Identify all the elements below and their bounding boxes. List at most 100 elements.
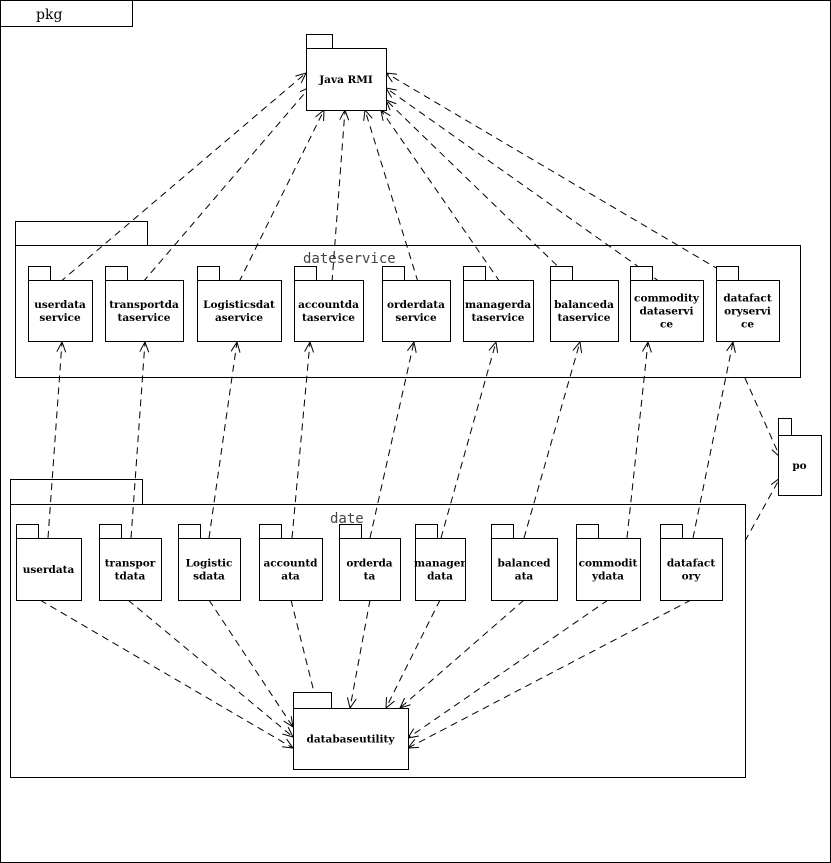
package-commoditydata-tab [576, 524, 599, 539]
package-transportdataservice-tab [105, 266, 128, 281]
package-orderdataservice-body [382, 280, 451, 342]
edge-service-to-rmi [385, 72, 741, 283]
package-transportdata-label-line: tdata [115, 571, 146, 583]
po-package-tab [778, 418, 792, 436]
package-logisticsdata-label-line: Logistic [186, 558, 233, 570]
package-userdataservice-body [28, 280, 93, 342]
dataservice-group-title: dateservice [303, 251, 396, 267]
package-userdata-tab [16, 524, 39, 539]
package-userdataservice-label-line: userdata [34, 299, 86, 311]
package-userdata-label-line: userdata [23, 564, 75, 576]
edge-data-to-databaseutility [39, 599, 294, 749]
package-managerdata-tab [415, 524, 438, 539]
edge-data-to-service [47, 341, 63, 539]
package-balancedataservice-label-line: balanceda [554, 299, 614, 311]
package-balancedata-label-line: ata [515, 571, 534, 583]
edge-data-to-service [130, 341, 146, 539]
package-accountdataservice-tab [294, 266, 317, 281]
package-transportdata-tab [99, 524, 122, 539]
package-balancedata-body [491, 538, 558, 601]
package-userdataservice-tab [28, 266, 51, 281]
po-package: po [778, 418, 822, 496]
package-managerdata-label-line: manager [414, 558, 466, 570]
package-commoditydata-label-line: commodit [579, 558, 638, 570]
data-group-title: date [330, 511, 364, 527]
package-balancedataservice-body [550, 280, 619, 342]
package-logisticsdata-body [178, 538, 241, 601]
package-transportdataservice-label-line: taservice [118, 312, 171, 324]
package-commoditydataservice-body [630, 280, 704, 342]
frame-title: pkg [36, 7, 62, 23]
package-datafactory-label-line: ory [682, 571, 702, 583]
edge-data-to-databaseutility [399, 599, 525, 709]
databaseutility-package-tab [293, 692, 332, 709]
package-transportdata-body [99, 538, 162, 601]
edge-service-to-rmi [385, 87, 661, 283]
edge-data-to-service [291, 341, 311, 539]
edge-data-to-service [626, 341, 649, 539]
package-commoditydata-body [576, 538, 641, 601]
package-managerdataservice-tab [463, 266, 486, 281]
package-accountdata-label-line: accountd [263, 558, 318, 570]
edge-data-to-po [744, 477, 781, 542]
package-accountdata-tab [259, 524, 282, 539]
package-commoditydataservice-label-line: dataservi [639, 306, 693, 318]
package-datafactoryservice-label-line: ce [741, 319, 754, 331]
java-rmi-package-body [306, 48, 387, 111]
databaseutility-package: databaseutility [293, 692, 409, 770]
data-group-tab [10, 479, 143, 505]
package-managerdata-body [415, 538, 466, 601]
package-orderdataservice-label-line: service [395, 312, 437, 324]
package-userdata-body [16, 538, 82, 601]
package-orderdataservice-label-line: orderdata [387, 299, 445, 311]
package-managerdataservice-label-line: managerda [465, 299, 531, 311]
package-balancedataservice-label-line: taservice [558, 312, 611, 324]
edge-service-to-rmi [380, 109, 501, 283]
package-accountdata-label-line: ata [281, 571, 300, 583]
package-orderdata-body [339, 538, 401, 601]
edge-service-to-rmi [331, 109, 346, 283]
package-logisticsdataservice-body [197, 280, 282, 342]
edge-service-to-rmi [238, 109, 325, 283]
edge-data-to-service [369, 341, 415, 539]
po-package-body [778, 435, 822, 496]
package-accountdata-body [259, 538, 323, 601]
package-datafactoryservice-label-line: oryservi [724, 306, 771, 318]
package-accountdataservice-label-line: accountda [298, 299, 359, 311]
package-orderdata: orderdata [339, 524, 401, 601]
edge-service-to-rmi [59, 72, 307, 283]
package-nodes: Java RMIpodatabaseutilityuserdataservice… [16, 34, 822, 770]
edge-service-to-rmi [142, 86, 311, 283]
package-userdata: userdata [16, 524, 82, 601]
package-orderdata-label-line: ta [364, 571, 376, 583]
edge-service-to-rmi [385, 99, 575, 283]
package-commoditydataservice-label-line: commodity [634, 293, 700, 305]
dependency-edges [39, 72, 781, 749]
package-logisticsdataservice-label-line: Logisticsdat [203, 299, 275, 311]
package-datafactory-label-line: datafact [667, 558, 716, 570]
java-rmi-package-tab [306, 34, 333, 49]
java-rmi-package-label-line: Java RMI [318, 74, 373, 86]
java-rmi-package: Java RMI [306, 34, 387, 111]
package-logisticsdata-tab [178, 524, 201, 539]
package-accountdataservice-label-line: taservice [302, 312, 355, 324]
databaseutility-package-body [293, 708, 409, 770]
package-balancedata-tab [491, 524, 514, 539]
package-managerdataservice-label-line: taservice [472, 312, 525, 324]
edge-data-to-databaseutility [349, 599, 371, 709]
edge-data-to-databaseutility [208, 599, 294, 728]
